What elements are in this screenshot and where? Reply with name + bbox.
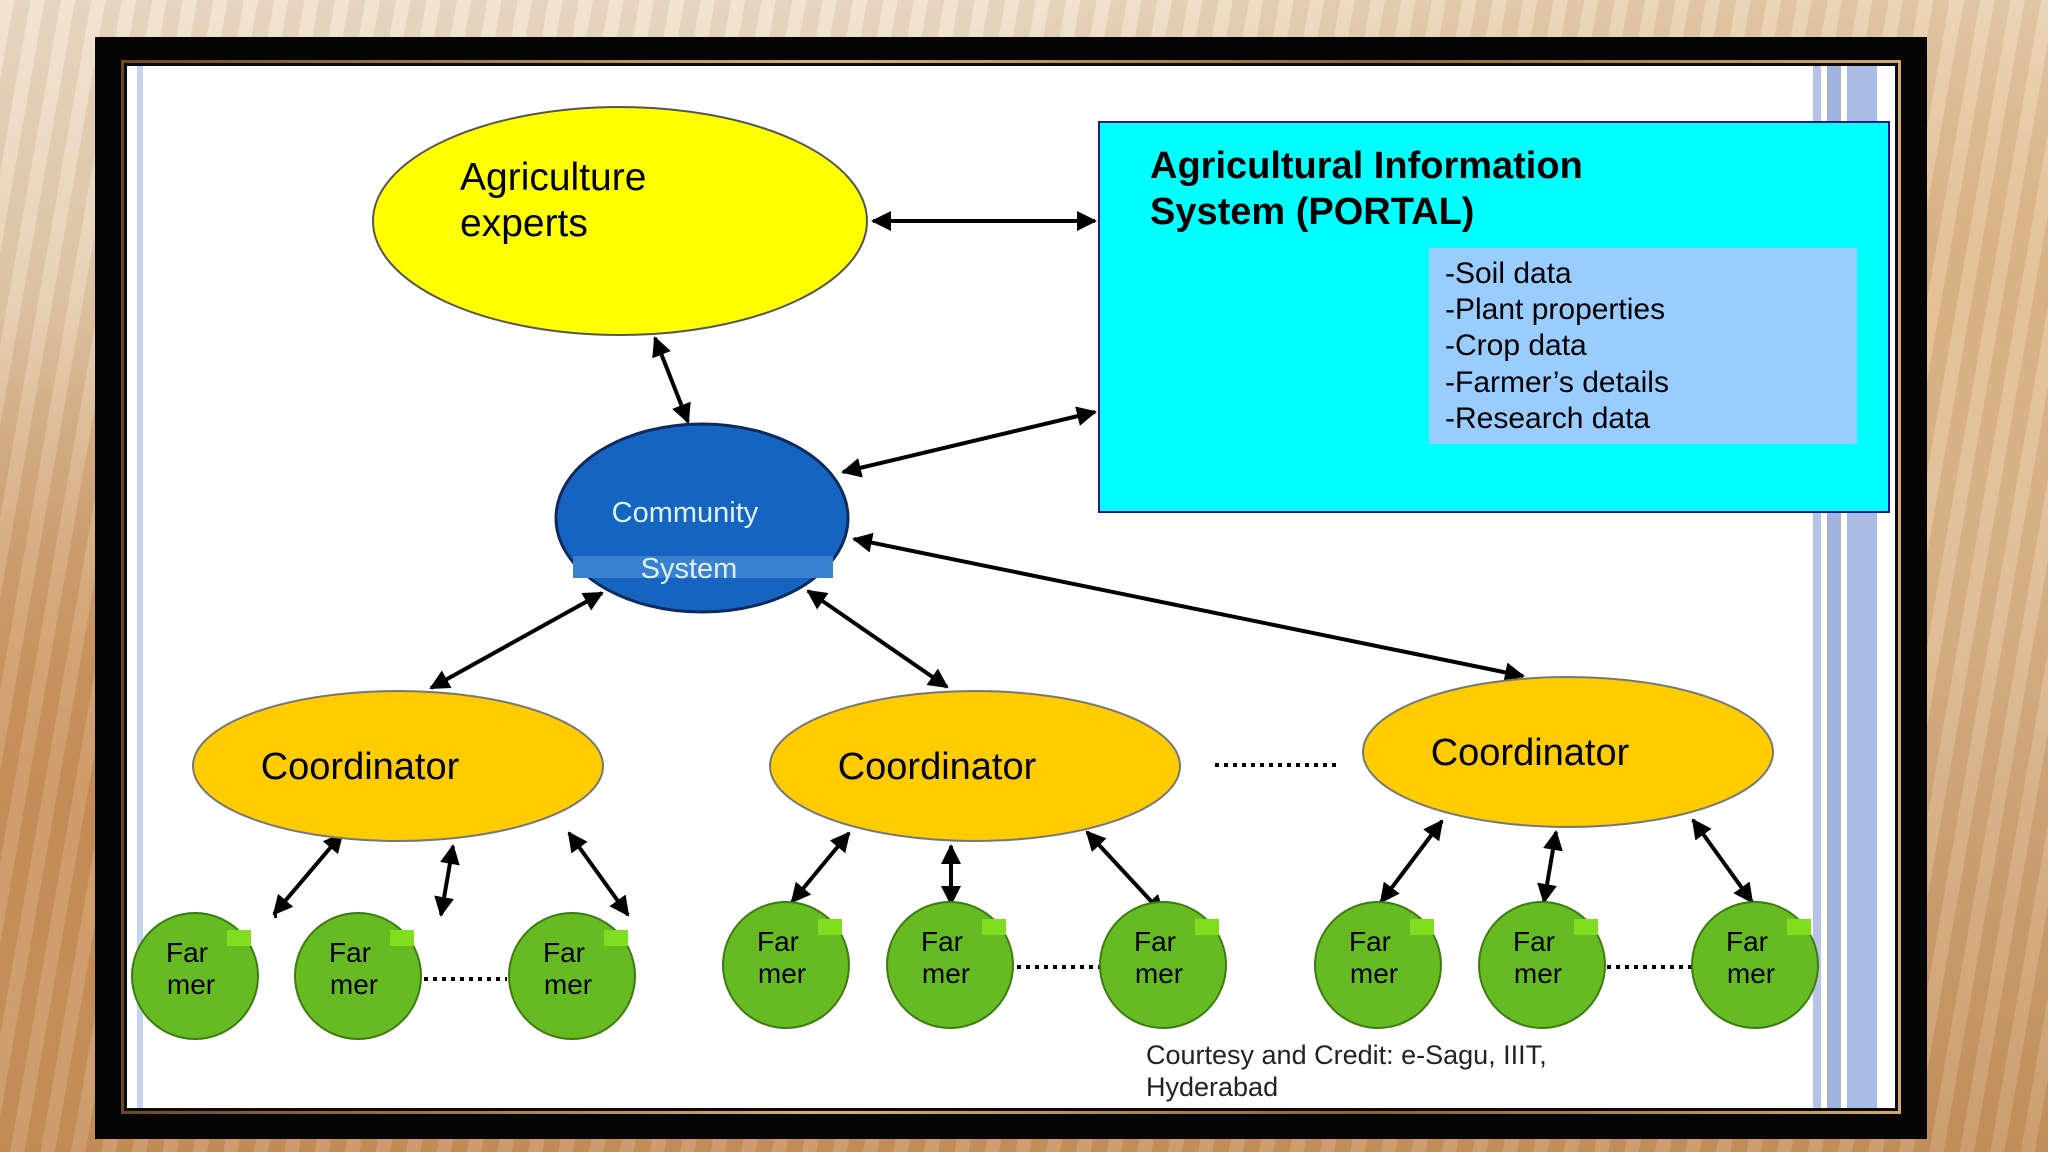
portal-list-item: -Soil data [1445,257,1572,290]
arrow-coord1-farmer [272,832,344,916]
arrow-coord2-farmer [790,831,851,904]
svg-text:Farmer: Farmer [1726,926,1775,989]
svg-text:Farmer: Farmer [543,937,592,1000]
arrow-community-coordinator-1 [429,591,604,690]
label-coordinator: Coordinator [1431,732,1630,774]
svg-text:Farmer: Farmer [757,926,806,989]
label-agriculture-experts: Agriculture experts [460,156,657,245]
arrow-coord1-farmer [434,844,460,917]
label-coordinator: Coordinator [838,746,1037,788]
svg-text:Farmer: Farmer [166,937,215,1000]
arrow-coord1-farmer [567,831,630,917]
svg-text:Farmer: Farmer [921,926,970,989]
label-community-system: Community System [612,497,767,585]
node-coordinator [192,690,604,842]
arrow-experts-community [652,336,691,424]
credit-text: Courtesy and Credit: e-Sagu, IIIT, Hyder… [1146,1040,1554,1102]
farmer-arrows [272,818,1754,917]
arrows [274,211,1525,918]
diagram: Agricultural Information System (PORTAL)… [131,106,1890,1102]
portal-data-list-box [1429,248,1857,444]
arrow-community-coordinator-3 [852,532,1525,683]
node-coordinator [1362,676,1774,828]
portal-list-item: -Research data [1445,402,1650,435]
node-agriculture-experts [372,106,868,336]
svg-text:Farmer: Farmer [1513,926,1562,989]
label-coordinator: Coordinator [261,746,460,788]
arrow-community-portal [841,406,1097,478]
arrow-coord2-farmer [1085,830,1165,916]
arrow-coord3-farmer [1537,830,1563,904]
portal-list-item: -Farmer’s details [1445,366,1669,399]
node-coordinator [769,690,1181,842]
right-accent-stripe [1813,66,1821,1108]
slide: Agricultural Information System (PORTAL)… [127,66,1895,1108]
arrow-coord3-farmer [1691,818,1754,904]
svg-text:Farmer: Farmer [1134,926,1183,989]
portal-list-item: -Crop data [1445,329,1587,362]
left-accent-stripe [137,66,143,1108]
community-label-highlight [573,556,833,578]
arrow-community-coordinator-2 [806,589,949,689]
dotted-connectors [424,763,1692,981]
portal-title: Agricultural Information System (PORTAL) [1150,145,1593,233]
arrow-coord3-farmer [1379,819,1444,904]
portal-list-item: -Plant properties [1445,293,1665,326]
svg-text:Farmer: Farmer [329,937,378,1000]
svg-text:Farmer: Farmer [1349,926,1398,989]
portal-data-list: -Soil data -Plant properties -Crop data … [1445,257,1677,435]
